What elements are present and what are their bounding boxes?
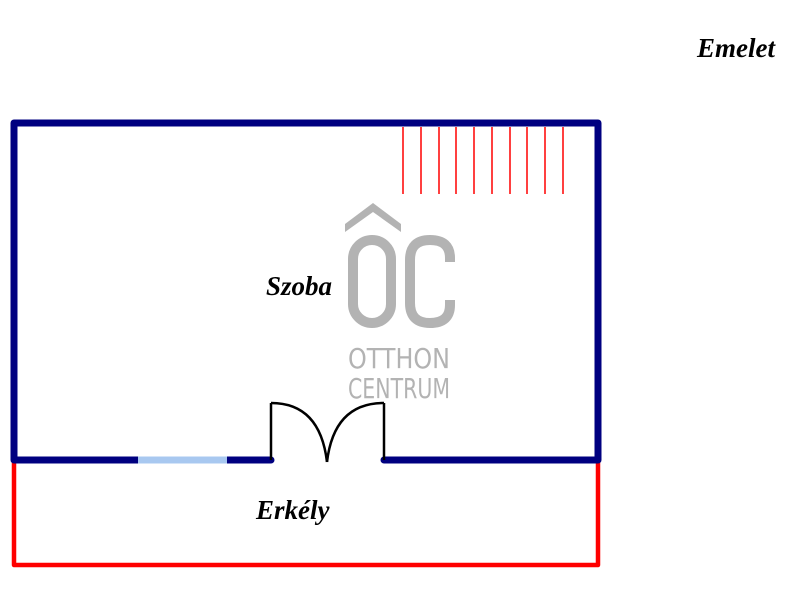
walls (10, 119, 602, 464)
room-label: Szoba (266, 271, 333, 301)
watermark-line1: OTTHON (348, 342, 450, 375)
watermark-line2: CENTRUM (348, 372, 450, 405)
double-door (269, 401, 386, 463)
logo-letter-c (405, 234, 455, 329)
balcony-railing (11, 460, 601, 568)
floor-label: Emelet (697, 33, 775, 63)
logo-letter-o (348, 235, 396, 328)
roof-icon (345, 203, 401, 232)
balcony-label: Erkély (256, 495, 330, 525)
stairs (402, 127, 564, 194)
watermark-logo: OTTHON CENTRUM (345, 203, 455, 405)
